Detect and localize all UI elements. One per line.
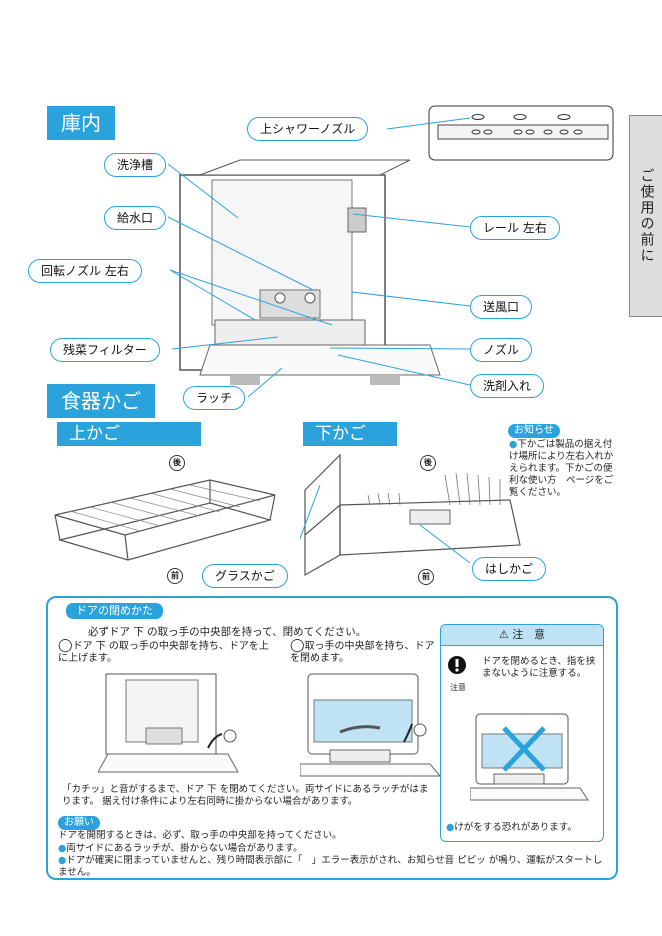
notice-tag: お知らせ [508,424,560,438]
label-latch: ラッチ [183,386,246,410]
label-air-vent: 送風口 [470,295,533,319]
label-nozzle: ノズル [470,338,533,362]
door-step2: ◯取っ手の中央部を持ち、ドアを閉めます。 [290,638,435,664]
caution-header: ⚠ 注 意 [441,625,603,646]
marker-back-upper: 後 [169,455,185,471]
request-tag: お願い [58,816,100,830]
door-click-text: 「カチッ」と音がするまで、ドア 下 を閉めてください。両サイドにあるラッチがはま… [62,784,429,807]
notice-text: ●下かごは製品の据え付け場所により左右入れかえられます。下かごの便利な使い方 ペ… [509,439,614,498]
caution-illustration [470,713,589,801]
door-step1-illustration [98,673,239,773]
request-bullet1: ●両サイドにあるラッチが、掛からない場合があります。 [58,843,303,854]
label-rotating-nozzle: 回転ノズル 左右 [28,259,142,283]
marker-front-upper: 前 [167,568,183,584]
exclamation-icon [448,656,466,674]
caution-title: 注 意 [512,628,546,641]
door-step1: ◯ドア 下 の取っ手の中央部を持ち、ドアを上に上げます。 [58,638,269,664]
label-glass-basket: グラスかご [202,564,288,588]
door-title: ドアの閉めかた [66,603,163,619]
caution-text: ドアを閉めるとき、指を挟まないように注意する。 [482,656,596,679]
door-step2-illustration [300,673,442,777]
label-rail: レール 左右 [470,216,560,240]
label-water-inlet: 給水口 [104,206,167,230]
section-dishbasket-title: 食器かご [47,384,155,418]
caution-icon-label: 注意 [450,683,466,692]
label-chopstick-basket: はしかご [472,557,547,581]
lower-basket-illustration [300,453,521,577]
section-interior-title: 庫内 [47,106,115,140]
marker-front-lower: 前 [418,569,434,585]
door-intro: 必ずドア 下 の取っ手の中央部を持って、閉めてください。 [88,626,367,638]
upper-basket-title: 上かご [57,422,201,446]
request-text: ドアを開閉するときは、必ず、取っ手の中央部を持ってください。 [58,830,342,841]
lower-basket-title: 下かご [303,422,397,446]
marker-back-lower: 後 [420,455,436,471]
label-filter: 残菜フィルター [50,338,160,362]
upper-basket-illustration [54,479,276,561]
door-closing-box [46,596,618,880]
label-upper-shower-nozzle: 上シャワーノズル [247,117,369,141]
request-bullet2: ●ドアが確実に閉まっていませんと、残り時間表示部に「 」エラー表示がされ、お知ら… [58,855,603,878]
side-tab: ご使用の前に [629,115,662,317]
caution-box: ⚠ 注 意 [440,624,604,842]
warning-triangle-icon: ⚠ [498,628,509,641]
label-wash-tank: 洗浄槽 [104,153,167,177]
leader-lines [167,117,471,398]
caution-bullet: ●けがをする恐れがあります。 [446,822,577,833]
label-detergent: 洗剤入れ [470,374,545,398]
dishwasher-interior-illustration [179,159,441,385]
upper-shower-inset [428,105,614,161]
